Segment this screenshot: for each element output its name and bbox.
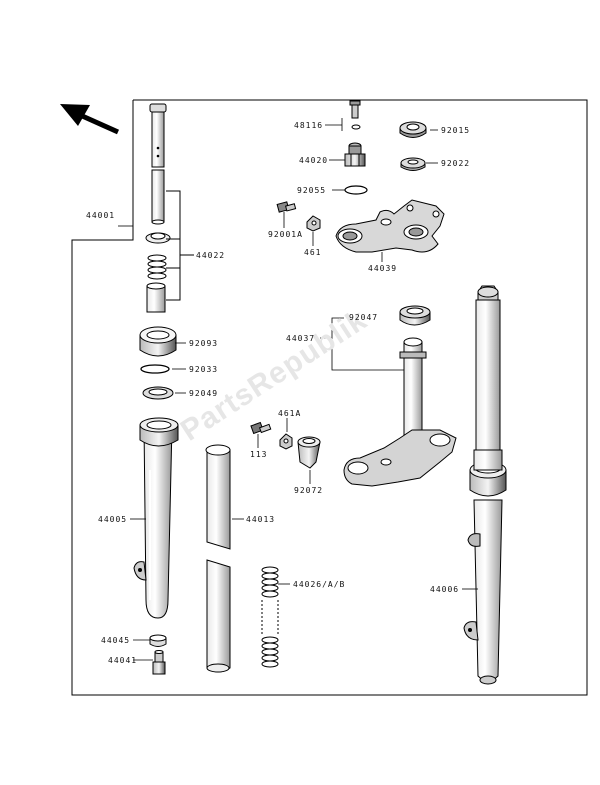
air-valve [349,100,361,130]
o-ring [344,185,368,195]
clamp-bolt [276,201,297,213]
steering-stem [343,337,457,487]
part-label-48116: 48116 [294,121,324,130]
part-label-44013: 44013 [246,515,276,524]
part-label-44020: 44020 [299,156,329,165]
right-fork-assembly [463,285,507,685]
part-label-113: 113 [250,450,268,459]
part-label-92033: 92033 [189,365,219,374]
part-label-92072: 92072 [294,486,324,495]
part-label-461: 461 [304,248,322,257]
part-label-44006: 44006 [430,585,460,594]
oil-lock-piece [146,282,166,313]
part-label-44001: 44001 [86,211,116,220]
fork-spring [261,566,279,668]
leader-lines [118,118,478,661]
upper-triple-clamp [335,199,445,253]
part-label-92047: 92047 [349,313,379,322]
clamp-nut [306,215,321,232]
stem-nut [399,305,431,326]
oil-seal [139,326,177,357]
damper-rod [149,103,167,225]
rebound-spring [147,254,167,280]
drain-gasket [149,634,167,647]
cap-nut-large [399,121,427,138]
part-label-44039: 44039 [368,264,398,273]
part-label-44022: 44022 [196,251,226,260]
part-label-44041: 44041 [108,656,138,665]
washer-small [400,157,426,171]
part-label-461a: 461A [278,409,302,418]
bolt-113 [250,421,272,435]
seal-washer [142,386,174,400]
part-label-92049: 92049 [189,389,219,398]
part-label-92022: 92022 [441,159,471,168]
inner-fork-tube [205,444,231,673]
outer-fork-tube [133,417,179,619]
part-label-92055: 92055 [297,186,327,195]
top-cap-bolt [344,142,366,167]
part-label-44045: 44045 [101,636,131,645]
part-label-92093: 92093 [189,339,219,348]
part-label-44037: 44037 [286,334,316,343]
direction-arrow-icon [60,104,120,135]
stem-collar [297,436,321,469]
assembly-frame [71,99,588,696]
nut-461a [279,433,293,450]
bottom-bolt [152,650,166,675]
circlip [140,364,170,374]
part-label-92015: 92015 [441,126,471,135]
rebound-spring-seat [145,232,171,244]
part-label-44026: 44026/A/B [293,580,346,589]
part-label-44005: 44005 [98,515,128,524]
part-label-92001a: 92001A [268,230,303,239]
